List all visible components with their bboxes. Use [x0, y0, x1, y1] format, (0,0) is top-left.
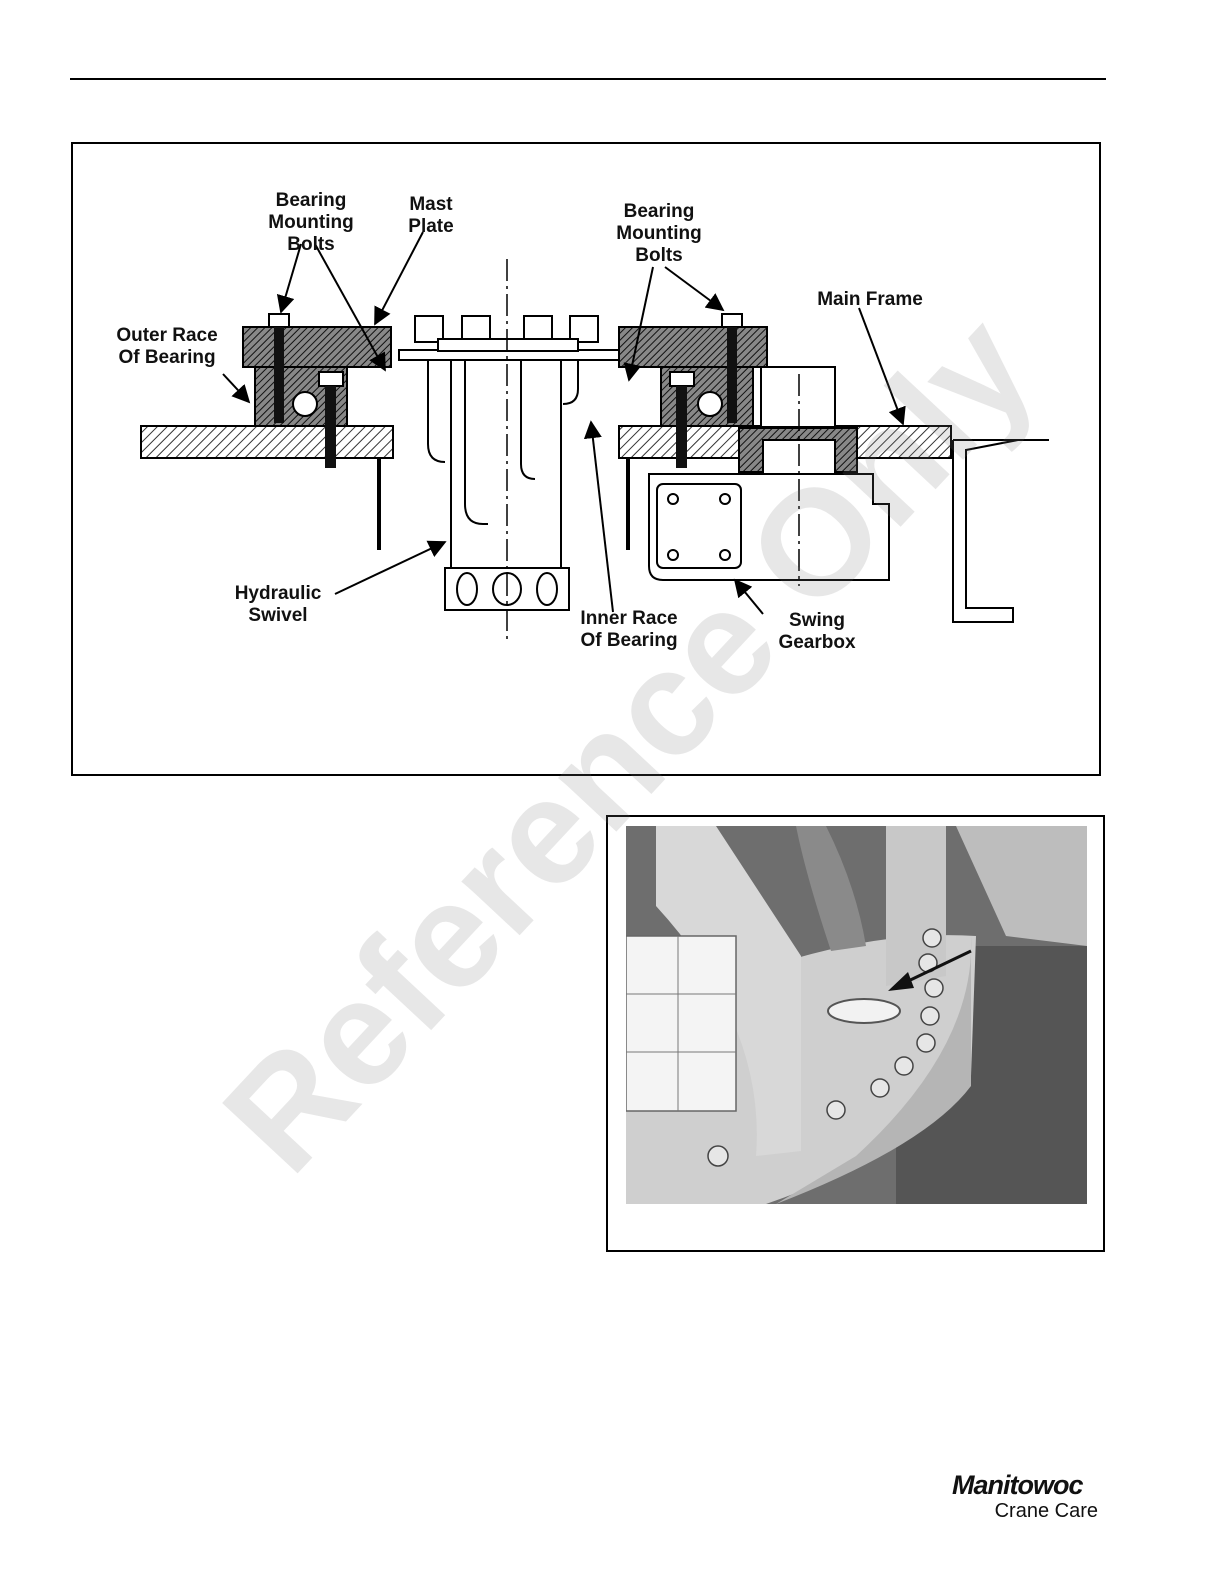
left-mast-plate [243, 327, 391, 367]
logo-tagline: Crane Care [995, 1500, 1098, 1523]
decal [626, 936, 736, 1111]
left-bearing-bolt [274, 327, 284, 423]
left-bearing-ball [293, 392, 317, 416]
bolt-access-slot [828, 999, 900, 1023]
label-outer-race-of-bearing: Outer Race Of Bearing [107, 325, 227, 369]
left-inner-bolt [325, 386, 336, 468]
bearing-cross-section-figure: Bearing Mounting Bolts Mast Plate Bearin… [71, 142, 1101, 776]
turntable-photo [626, 826, 1087, 1204]
gearbox-pinion [761, 367, 835, 427]
left-frame-plate [141, 426, 393, 458]
main-frame-channel [953, 440, 1049, 622]
logo-brand: Manitowoc [952, 1470, 1083, 1501]
right-bearing-bolt [727, 327, 737, 423]
label-main-frame: Main Frame [805, 289, 935, 311]
cross-section-drawing [73, 144, 1099, 774]
right-bearing-plate [619, 327, 767, 367]
turntable-photo-figure [606, 815, 1105, 1252]
manitowoc-crane-care-logo: Manitowoc Crane Care [952, 1470, 1104, 1526]
label-swing-gearbox: Swing Gearbox [767, 610, 867, 654]
label-bearing-mounting-bolts-left: Bearing Mounting Bolts [251, 190, 371, 256]
label-hydraulic-swivel: Hydraulic Swivel [223, 583, 333, 627]
label-bearing-mounting-bolts-right: Bearing Mounting Bolts [599, 201, 719, 267]
header-rule [70, 78, 1106, 80]
right-inner-bolt [676, 386, 687, 468]
label-mast-plate: Mast Plate [391, 194, 471, 238]
hydraulic-swivel-body [451, 360, 561, 572]
photo-illustration [626, 826, 1087, 1204]
label-inner-race-of-bearing: Inner Race Of Bearing [569, 608, 689, 652]
